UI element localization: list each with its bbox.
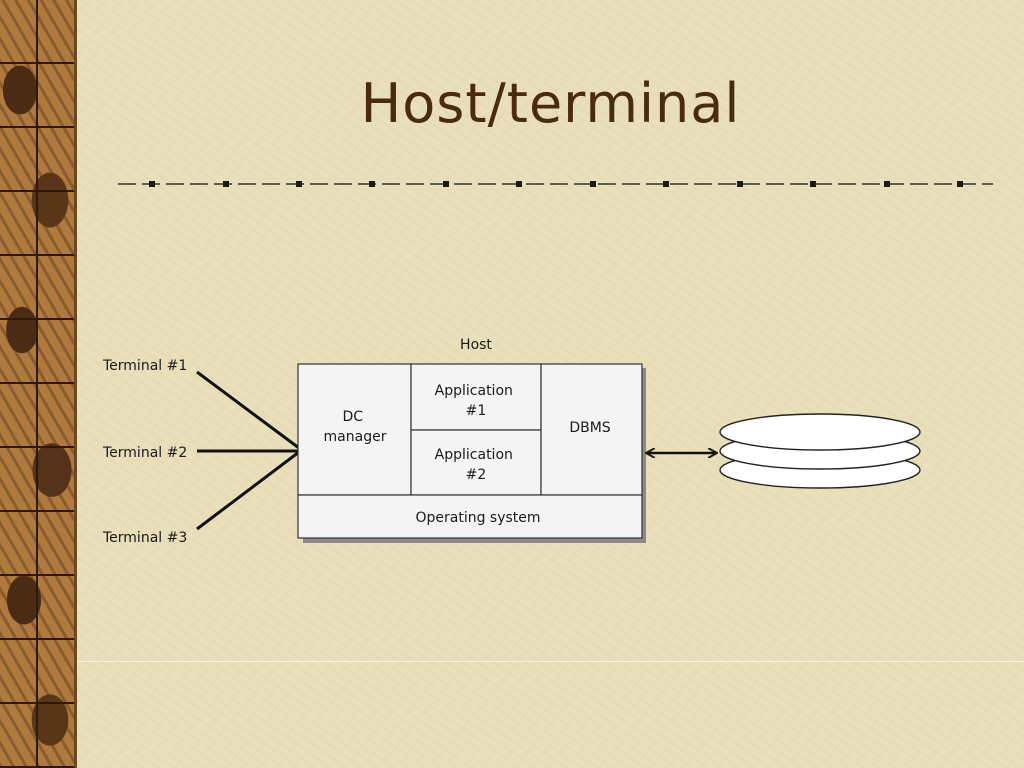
application-1-cell bbox=[410, 363, 542, 431]
database-stack-icon bbox=[719, 413, 921, 489]
operating-system-cell bbox=[297, 494, 643, 539]
dbms-label: DBMS bbox=[569, 420, 610, 436]
slide-title: Host/terminal bbox=[360, 72, 741, 135]
terminal-1-label: Terminal #1 bbox=[102, 358, 187, 374]
operating-system-label: Operating system bbox=[415, 510, 540, 526]
database-disk-top bbox=[719, 413, 921, 451]
terminal-3-connection bbox=[196, 450, 300, 531]
application-2-label: Application #2 bbox=[435, 447, 518, 483]
terminal-connections bbox=[196, 370, 300, 531]
strip-grid bbox=[0, 0, 74, 768]
host-label: Host bbox=[460, 337, 492, 353]
application-2-cell bbox=[410, 429, 542, 496]
terminal-3-label: Terminal #3 bbox=[102, 530, 187, 546]
title-divider bbox=[118, 181, 993, 187]
terminal-2-label: Terminal #2 bbox=[102, 445, 187, 461]
host-box bbox=[297, 363, 643, 539]
terminal-1-connection bbox=[196, 370, 300, 450]
application-1-label: Application #1 bbox=[435, 383, 518, 419]
decorative-left-strip bbox=[0, 0, 77, 768]
dc-manager-label: DC manager bbox=[324, 409, 387, 445]
footer-divider bbox=[77, 661, 1024, 662]
divider-markers bbox=[149, 181, 963, 187]
dc-manager-cell bbox=[297, 363, 412, 496]
dbms-cell bbox=[540, 363, 643, 496]
